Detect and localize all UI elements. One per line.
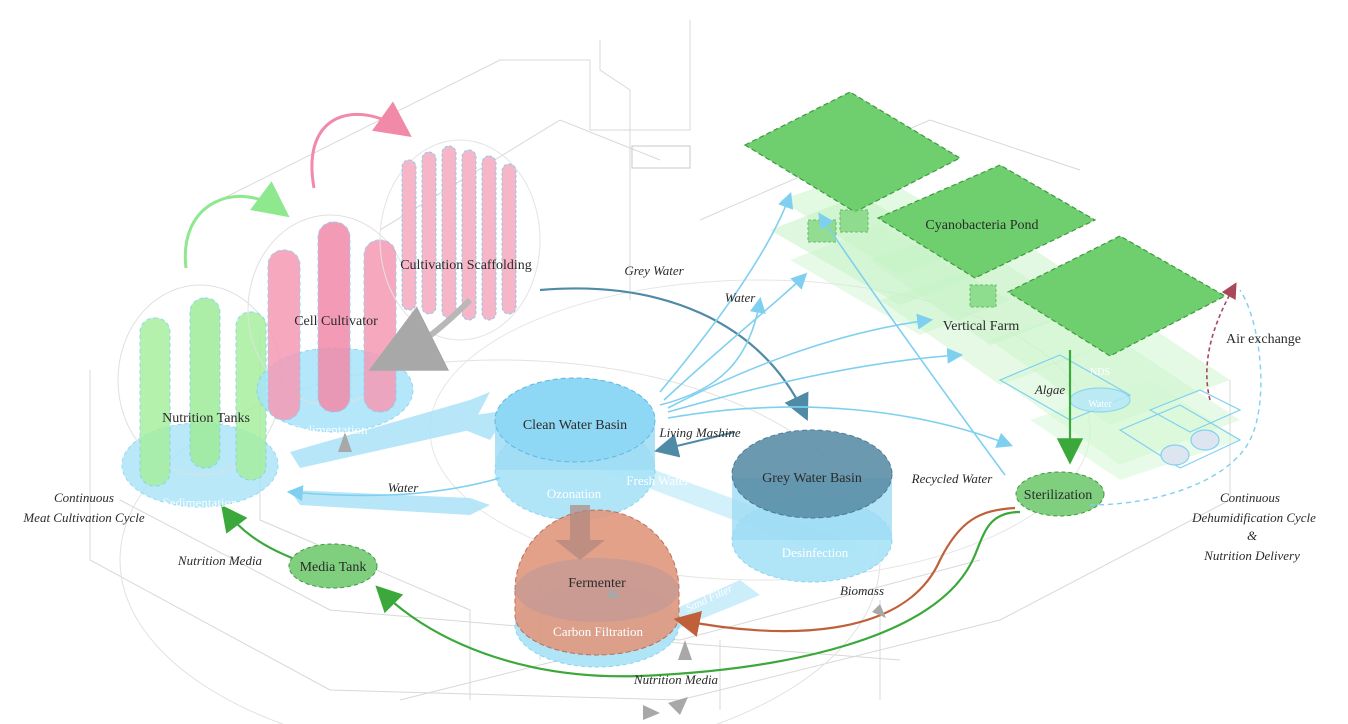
scaffold-to-cultivator-arrow (368, 297, 473, 371)
water-top-flow-label: Water (725, 290, 757, 305)
nutrition-media-bottom-arrow (375, 510, 1021, 678)
grey-down-arrow (555, 505, 605, 560)
grey-water-basin-top (731, 429, 893, 519)
scaffolding-bubble (379, 139, 541, 341)
nutrition-tanks-label: Nutrition Tanks (162, 411, 250, 426)
media-tank-label: Media Tank (300, 560, 367, 575)
grey-water-flow-label: Grey Water (624, 263, 684, 278)
biomass-arrow (673, 506, 1016, 637)
meat-cycle-line2: Meat Cultivation Cycle (22, 510, 145, 525)
dehumidification-loop (1089, 289, 1262, 506)
cultivation-scaffolding-tubes (401, 145, 517, 321)
sterilization-tank (1015, 471, 1105, 517)
cyanobacteria-pond-left (743, 91, 962, 213)
farm-water-modules (998, 354, 1242, 469)
fresh-water-tank-label: Fresh Water Tank (626, 473, 718, 488)
water-distribution-arrows (286, 191, 1013, 502)
nutrition-media-left-label: Nutrition Media (177, 553, 263, 568)
recycled-water-flow-label: Recycled Water (911, 471, 994, 486)
cultivation-scaffolding-label: Cultivation Scaffolding (400, 258, 532, 273)
biomass-flow-label: Biomass (840, 583, 884, 598)
cell-cultivator-cylinders (267, 221, 397, 421)
carbon-filtration-label: Carbon Filtration (553, 624, 643, 639)
cyanobacteria-pond-label: Cyanobacteria Pond (925, 218, 1038, 233)
nutrition-tank-cylinders (139, 297, 267, 487)
grey-water-arrow (539, 287, 809, 421)
air-exchange-label: Air exchange (1226, 332, 1301, 347)
fermenter-label: Fermenter (568, 576, 626, 591)
meat-cycle-line1: Continuous (54, 490, 114, 505)
desinfection-label: Desinfection (782, 545, 849, 560)
media-tank (288, 543, 378, 589)
sterilization-label: Sterilization (1024, 488, 1092, 503)
lime-cycle-arrow (183, 181, 290, 269)
grey-water-basin-label: Grey Water Basin (762, 471, 862, 486)
cyanobacteria-pond-middle (876, 164, 1097, 279)
algae-flow-label: Algae (1034, 382, 1066, 397)
dehum-cycle-line2: Dehumidification Cycle (1191, 510, 1316, 525)
dehum-cycle-line3: & (1247, 528, 1258, 543)
nutrition-media-bottom-label: Nutrition Media (633, 672, 719, 687)
water-left-flow-label: Water (388, 480, 420, 495)
fermenter-base (515, 558, 679, 622)
clean-water-basin-top (494, 377, 656, 463)
living-machine-arrow (654, 431, 736, 458)
nds-label: NDS (1090, 367, 1110, 378)
sedimentation-lower-label: Sedimentation (162, 495, 238, 510)
cell-cultivator-label: Cell Cultivator (294, 314, 378, 329)
dehum-cycle-line1: Continuous (1220, 490, 1280, 505)
ozonation-label: Ozonation (547, 486, 602, 501)
air-exchange-arrow (1206, 282, 1237, 401)
living-mashine-flow-label: Living Mashine (658, 425, 740, 440)
nutrition-media-left-arrow (221, 504, 293, 560)
river-water-flow-label: River Water (373, 446, 433, 470)
pink-cycle-arrow (310, 101, 412, 189)
dehum-cycle-line4: Nutrition Delivery (1203, 548, 1300, 563)
vertical-farm-label: Vertical Farm (943, 319, 1020, 334)
sedimentation-upper-label: Sedimentation (292, 422, 368, 437)
water-small-label: Water (1088, 399, 1112, 410)
clean-water-basin-label: Clean Water Basin (523, 418, 627, 433)
cyanobacteria-pond-right (1006, 235, 1227, 357)
grey-flow-markers (338, 432, 886, 720)
